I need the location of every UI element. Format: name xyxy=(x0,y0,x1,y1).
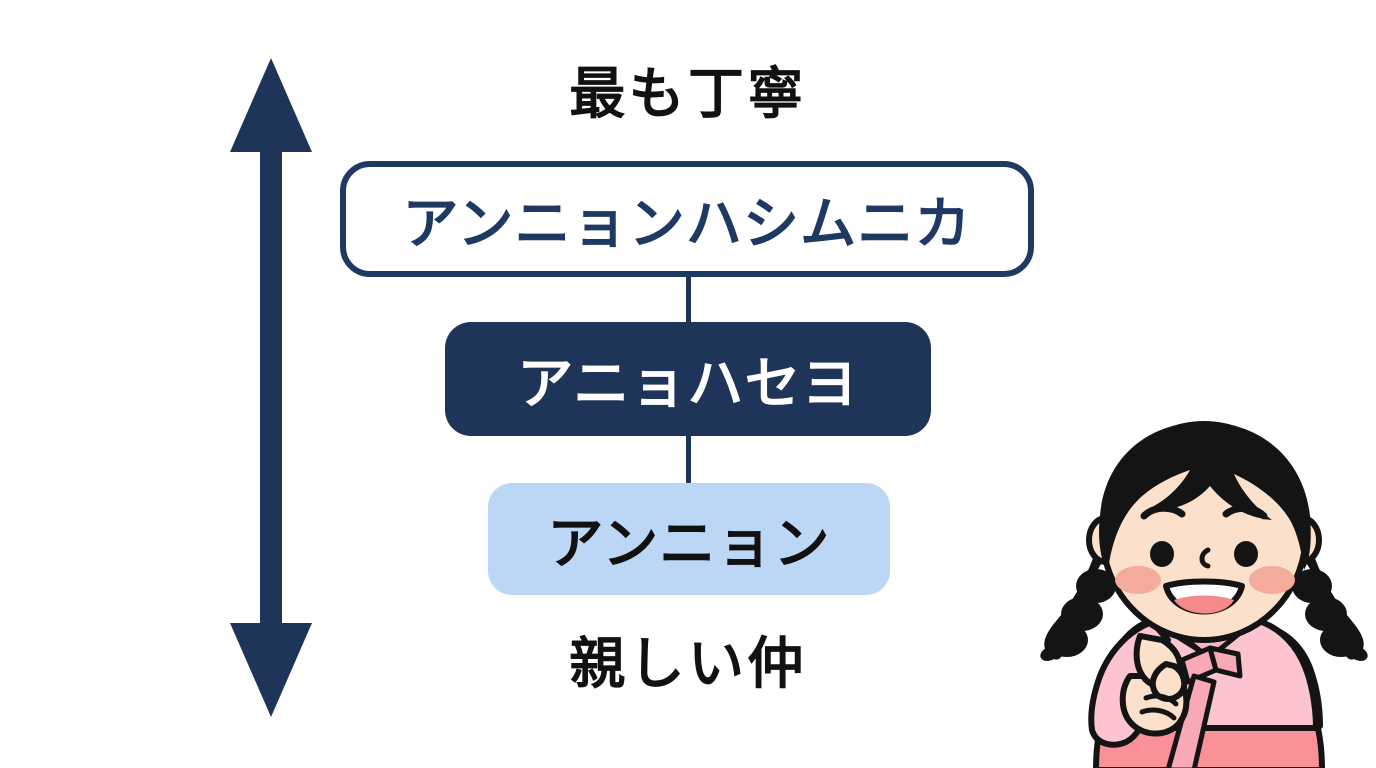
level-1-label: アンニョンハシムニカ xyxy=(402,191,972,255)
politeness-axis xyxy=(224,55,318,720)
bottom-caption: 親しい仲 xyxy=(569,632,807,695)
level-3-label: アンニョン xyxy=(547,511,831,575)
korean-girl-hanbok-illustration xyxy=(1034,408,1376,768)
connector-level1-level2 xyxy=(686,275,691,325)
finger-heart-hand xyxy=(1119,633,1190,737)
top-caption: 最も丁寧 xyxy=(569,62,807,125)
level-2-label: アニョハセヨ xyxy=(517,351,859,415)
level-box-most-polite[interactable]: アンニョンハシムニカ xyxy=(340,161,1034,277)
double-arrow-icon xyxy=(230,58,312,717)
level-box-polite[interactable]: アニョハセヨ xyxy=(445,322,931,436)
level-box-casual[interactable]: アンニョン xyxy=(488,483,890,595)
girl-illustration-icon xyxy=(1040,421,1368,768)
connector-level2-level3 xyxy=(686,434,691,486)
